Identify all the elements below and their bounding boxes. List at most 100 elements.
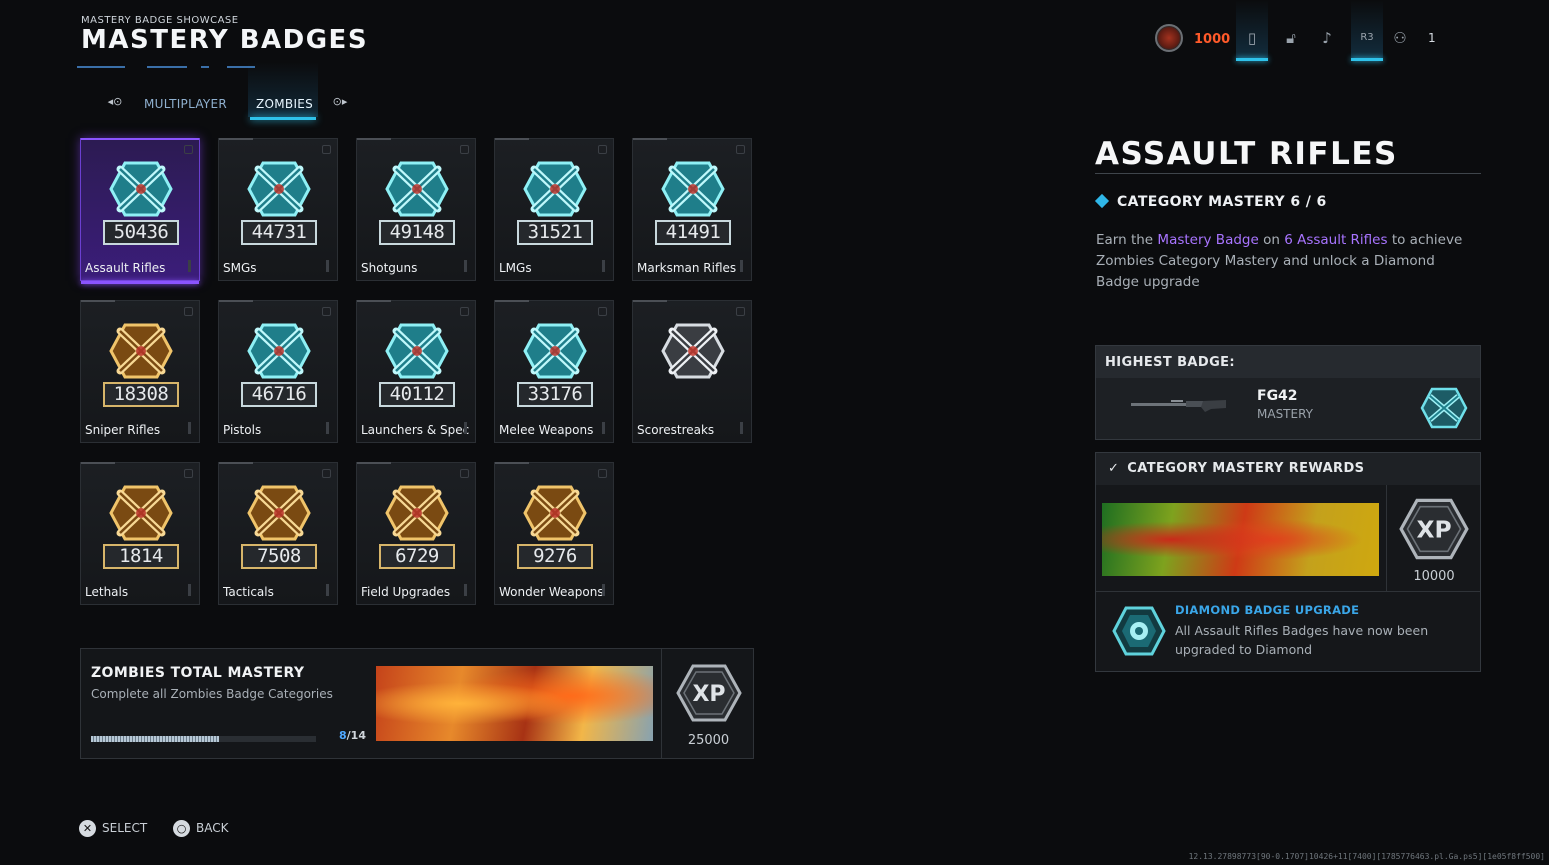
back-prompt[interactable]: ○BACK xyxy=(173,820,228,837)
diamond-upgrade-icon xyxy=(1112,606,1166,656)
tile-topline xyxy=(495,300,529,302)
category-mastery-text: CATEGORY MASTERY 6 / 6 xyxy=(1117,194,1327,210)
diamond-badge-icon xyxy=(1420,387,1468,429)
mastery-badge-icon xyxy=(385,485,449,541)
page-eyebrow: MASTERY BADGE SHOWCASE xyxy=(81,15,239,26)
badge-category-label: Melee Weapons xyxy=(499,423,594,437)
selected-indicator xyxy=(81,281,199,284)
tab-zombies[interactable]: ZOMBIES xyxy=(256,97,314,111)
badge-kill-count: 40112 xyxy=(379,382,455,407)
badge-kill-count: 49148 xyxy=(379,220,455,245)
highest-badge-header: HIGHEST BADGE: xyxy=(1096,346,1480,378)
rifle-icon xyxy=(1131,400,1226,412)
tile-nub xyxy=(188,260,191,272)
unlock-icon[interactable]: 🔓︎ xyxy=(1286,29,1296,47)
tile-corner-icon xyxy=(460,145,469,154)
diamond-icon xyxy=(1094,193,1110,209)
party-icon[interactable]: ⚇ xyxy=(1393,29,1407,47)
party-count: 1 xyxy=(1428,31,1436,45)
active-tab-indicator xyxy=(250,117,316,120)
total-mastery-title: ZOMBIES TOTAL MASTERY xyxy=(91,665,305,681)
rewards-header-text: CATEGORY MASTERY REWARDS xyxy=(1127,461,1365,476)
detail-title-divider xyxy=(1095,173,1481,174)
page-title: MASTERY BADGES xyxy=(81,25,369,55)
mastery-badge-icon xyxy=(247,485,311,541)
badge-kill-count: 6729 xyxy=(379,544,455,569)
tile-topline xyxy=(81,300,115,302)
badge-category-label: Field Upgrades xyxy=(361,585,451,599)
status-glow-2 xyxy=(1351,0,1383,58)
badge-category-label: Lethals xyxy=(85,585,129,599)
rewards-divider xyxy=(1096,591,1480,592)
mastery-badge-icon xyxy=(385,323,449,379)
left-bumper-icon[interactable]: ◂⊙ xyxy=(107,95,123,108)
build-info: 12.13.27898773[90-0.1707]10426+11[7400][… xyxy=(1188,852,1545,861)
total-mastery-progress-text: 8/14 xyxy=(339,729,366,742)
tile-topline xyxy=(81,462,115,464)
total-mastery-xp-amount: 25000 xyxy=(687,733,730,748)
mastery-badge-icon xyxy=(109,323,173,379)
badge-kill-count: 1814 xyxy=(103,544,179,569)
mastery-badge-icon xyxy=(385,161,449,217)
desc-part-3: to achieve Zombies Category Mastery and … xyxy=(1096,232,1463,290)
badge-kill-count: 9276 xyxy=(517,544,593,569)
tile-nub xyxy=(326,584,329,596)
tile-topline xyxy=(219,138,253,140)
mastery-badge-icon xyxy=(109,485,173,541)
badge-category-label: LMGs xyxy=(499,261,532,275)
highest-badge-panel[interactable]: HIGHEST BADGE: FG42 MASTERY xyxy=(1095,345,1481,440)
desc-highlight-1: Mastery Badge xyxy=(1157,232,1259,248)
battery-icon[interactable]: ▯ xyxy=(1247,29,1257,47)
total-mastery-panel[interactable]: ZOMBIES TOTAL MASTERY Complete all Zombi… xyxy=(80,648,754,759)
tile-topline xyxy=(633,138,667,140)
badge-category-label: Assault Rifles xyxy=(85,261,166,275)
select-prompt[interactable]: ✕ SELECT xyxy=(79,820,147,837)
total-mastery-progress-bar xyxy=(91,736,316,742)
badge-kill-count: 7508 xyxy=(241,544,317,569)
tile-nub xyxy=(602,584,605,596)
bell-icon[interactable]: ♪ xyxy=(1322,29,1332,47)
rewards-xp-amount: 10000 xyxy=(1413,569,1455,584)
tab-multiplayer[interactable]: MULTIPLAYER xyxy=(144,97,228,111)
circle-button-icon: ○ xyxy=(173,820,190,837)
badge-tile[interactable]: Scorestreaks xyxy=(632,300,752,443)
tile-nub xyxy=(602,260,605,272)
tile-topline xyxy=(495,138,529,140)
right-bumper-icon[interactable]: ⊙▸ xyxy=(332,95,348,108)
reward-camo-image xyxy=(1102,503,1379,576)
tile-topline xyxy=(495,462,529,464)
tile-nub xyxy=(326,260,329,272)
xp-hex-icon: XP xyxy=(676,664,742,722)
currency-amount: 1000 xyxy=(1194,32,1231,47)
badge-kill-count: 50436 xyxy=(103,220,179,245)
desc-part-1: Earn the xyxy=(1096,232,1158,248)
r3-social-icon[interactable]: R3 xyxy=(1360,32,1374,43)
upgrade-description: All Assault Rifles Badges have now been … xyxy=(1175,623,1429,657)
tile-corner-icon xyxy=(322,307,331,316)
mastery-badge-icon xyxy=(247,161,311,217)
mastery-badge-icon xyxy=(247,323,311,379)
cross-button-icon: ✕ xyxy=(79,820,96,837)
status-indicator-2 xyxy=(1351,58,1383,61)
badge-category-label: Sniper Rifles xyxy=(85,423,161,437)
tile-corner-icon xyxy=(460,469,469,478)
tile-corner-icon xyxy=(598,145,607,154)
select-label: SELECT xyxy=(102,821,148,835)
category-rewards-panel[interactable]: ✓CATEGORY MASTERY REWARDS XP 10000 DIAMO… xyxy=(1095,452,1481,672)
tile-nub xyxy=(464,260,467,272)
tile-topline xyxy=(357,138,391,140)
total-mastery-subtitle: Complete all Zombies Badge Categories xyxy=(91,687,333,701)
